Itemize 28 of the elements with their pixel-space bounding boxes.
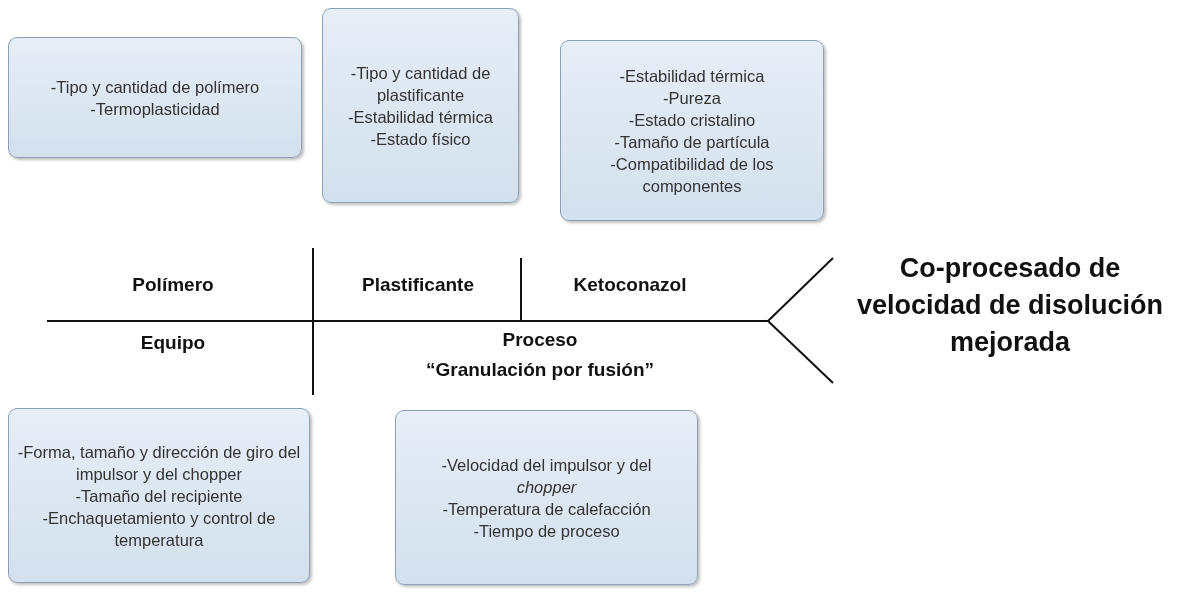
category-label: Plastificante	[362, 274, 474, 295]
list-item-text: -Tipo y cantidad de polímero	[50, 77, 260, 96]
factor-box	[395, 410, 698, 585]
factor-box	[8, 37, 302, 158]
list-item-text: -Compatibilidad de los componentes	[610, 154, 774, 195]
list-item-text: -Forma, tamaño y dirección de giro del impulsor y del chopper	[17, 442, 301, 483]
list-item-text: -Termoplasticidad	[90, 99, 220, 118]
list-item-text: -Tamaño del recipiente	[75, 486, 243, 505]
category-label: Ketoconazol	[573, 274, 687, 295]
factor-box	[8, 408, 310, 583]
factor-box	[322, 8, 519, 203]
category-label: Equipo	[140, 332, 206, 353]
factor-box	[560, 40, 824, 221]
list-item-text: -Estabilidad térmica	[619, 66, 765, 85]
list-item-text: -Estado cristalino	[628, 110, 756, 129]
list-item-text: -Temperatura de calefacción	[442, 499, 651, 518]
list-item-text: -Velocidad del impulsor y del chopper	[441, 455, 652, 496]
effect-title: Co-procesado de velocidad de disolución mejorada	[856, 253, 1164, 357]
list-item-text: -Pureza	[663, 88, 721, 107]
category-label: Polímero	[132, 274, 214, 295]
category-label: “Granulación por fusión”	[426, 359, 654, 380]
list-item-text: -Estabilidad térmica	[348, 107, 493, 126]
list-item-text: -Tamaño de partícula	[614, 132, 770, 151]
list-item-text: -Tipo y cantidad de plastificante	[350, 63, 491, 104]
list-item-text: -Tiempo de proceso	[473, 521, 620, 540]
list-item-text: -Estado físico	[370, 129, 471, 148]
category-label: Proceso	[502, 329, 578, 350]
list-item-text: -Enchaquetamiento y control de temperatura	[42, 508, 276, 549]
